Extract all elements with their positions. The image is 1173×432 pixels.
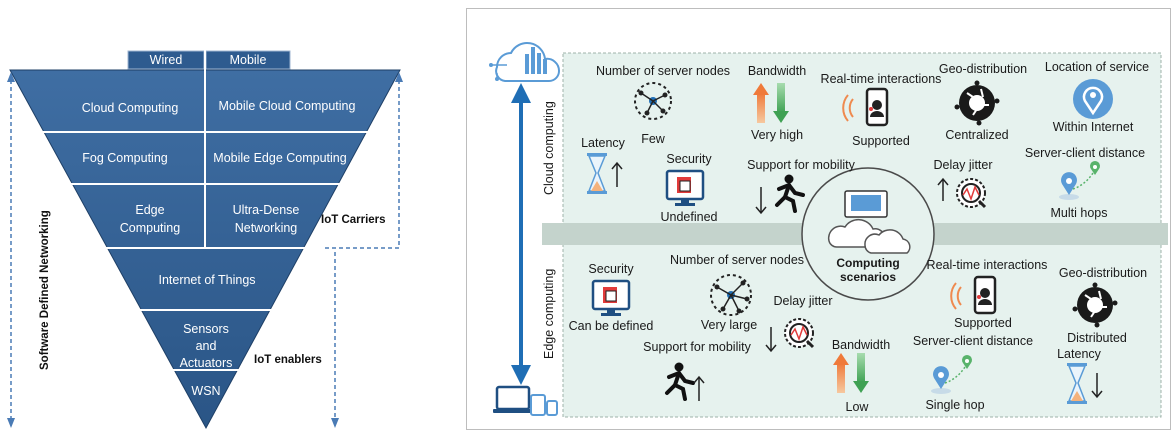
fog-computing-label: Fog Computing — [82, 151, 168, 165]
arrow-down-icon — [765, 327, 777, 353]
cloud-realtime-title: Real-time interactions — [821, 72, 942, 86]
phone-agent-icon — [950, 275, 997, 315]
cloud-geo-value: Centralized — [945, 128, 1008, 142]
edge-geo-title: Geo-distribution — [1059, 266, 1147, 280]
iot-carriers-arrow — [325, 72, 403, 249]
iot-carriers-label: IoT Carriers — [321, 214, 386, 226]
hub-label-2: scenarios — [840, 270, 896, 284]
hourglass-icon — [1067, 363, 1087, 404]
computing-scenarios-diagram: Cloud computing Edge computing Computing… — [489, 42, 1168, 418]
arrow-down-icon — [755, 187, 767, 215]
cloud-location-value: Within Internet — [1053, 120, 1134, 134]
cloud-security-title: Security — [666, 152, 712, 166]
cloud-security-value: Undefined — [661, 210, 718, 224]
cloud-computing-axis-label: Cloud computing — [542, 101, 556, 195]
computing-scenarios-panel: Cloud computing Edge computing Computing… — [466, 8, 1171, 430]
arrow-down-icon — [1091, 373, 1103, 399]
secure-monitor-icon — [591, 279, 631, 316]
secure-monitor-icon — [665, 169, 705, 206]
sdn-arrow — [7, 72, 15, 428]
cloud-distance-title: Server-client distance — [1025, 146, 1145, 160]
cloud-location-title: Location of service — [1045, 60, 1149, 74]
network-nodes-icon — [634, 82, 672, 120]
edge-security-value: Can be defined — [569, 319, 654, 333]
hourglass-icon — [587, 153, 607, 194]
mobile-edge-computing-label: Mobile Edge Computing — [213, 151, 346, 165]
iot-pyramid-diagram: Wired Mobile Cloud Computing Mobile Clou… — [7, 50, 403, 430]
cloud-edge-arrow — [511, 83, 531, 385]
cloud-computing-label: Cloud Computing — [82, 101, 179, 115]
edge-security-title: Security — [588, 262, 634, 276]
mobile-cloud-computing-label: Mobile Cloud Computing — [219, 99, 356, 113]
cloud-realtime-value: Supported — [852, 134, 910, 148]
wsn-label: WSN — [191, 384, 220, 398]
edge-latency-title: Latency — [1057, 347, 1102, 361]
location-pin-icon — [1073, 79, 1113, 119]
computing-scenarios-hub — [801, 167, 935, 301]
sensors-label-3: Actuators — [180, 356, 233, 370]
iot-pyramid-panel: Wired Mobile Cloud Computing Mobile Clou… — [0, 0, 460, 432]
cloud-bandwidth-title: Bandwidth — [748, 64, 806, 78]
edge-mobility-title: Support for mobility — [643, 340, 751, 354]
jitter-magnifier-icon — [784, 318, 815, 349]
ultra-dense-label-2: Networking — [235, 221, 298, 235]
iot-enablers-arrow — [331, 252, 339, 428]
runner-icon — [665, 362, 695, 401]
edge-server-nodes-value: Very large — [701, 318, 757, 332]
edge-distance-value: Single hop — [925, 398, 984, 412]
edge-bandwidth-value: Low — [846, 400, 870, 414]
hub-label-1: Computing — [836, 256, 899, 270]
devices-icon — [493, 385, 558, 416]
wired-tab-label: Wired — [150, 53, 183, 67]
cloud-distance-value: Multi hops — [1051, 206, 1108, 220]
iot-enablers-label: IoT enablers — [254, 354, 322, 366]
bandwidth-arrows-icon — [833, 353, 869, 393]
mobile-tab-label: Mobile — [230, 53, 267, 67]
jitter-magnifier-icon — [956, 178, 987, 209]
edge-computing-label-2: Computing — [120, 221, 180, 235]
edge-geo-value: Distributed — [1067, 331, 1127, 345]
edge-distance-title: Server-client distance — [913, 334, 1033, 348]
cloud-latency-title: Latency — [581, 136, 626, 150]
cloud-bandwidth-value: Very high — [751, 128, 803, 142]
sensors-label-1: Sensors — [183, 322, 229, 336]
globe-network-icon — [1072, 282, 1118, 328]
arrow-up-icon — [693, 375, 705, 401]
map-pins-icon — [931, 355, 972, 394]
bandwidth-arrows-icon — [753, 83, 789, 123]
arrow-up-icon — [611, 161, 623, 187]
sensors-label-2: and — [196, 339, 217, 353]
cloud-server-nodes-title: Number of server nodes — [596, 64, 730, 78]
cloud-jitter-title: Delay jitter — [933, 158, 992, 172]
edge-realtime-title: Real-time interactions — [927, 258, 1048, 272]
edge-bandwidth-title: Bandwidth — [832, 338, 890, 352]
map-pins-icon — [1059, 161, 1100, 200]
edge-computing-label-1: Edge — [135, 203, 164, 217]
edge-realtime-value: Supported — [954, 316, 1012, 330]
ultra-dense-label-1: Ultra-Dense — [233, 203, 300, 217]
phone-agent-icon — [842, 87, 889, 127]
edge-computing-axis-label: Edge computing — [542, 269, 556, 359]
edge-jitter-title: Delay jitter — [773, 294, 832, 308]
runner-icon — [775, 174, 805, 213]
internet-of-things-label: Internet of Things — [158, 273, 255, 287]
network-nodes-icon — [710, 274, 752, 316]
cloud-server-nodes-value: Few — [641, 132, 666, 146]
edge-server-nodes-title: Number of server nodes — [670, 253, 804, 267]
cloud-icon — [489, 42, 561, 82]
globe-network-icon — [954, 80, 1000, 126]
sdn-label: Software Defined Networking — [39, 210, 51, 370]
cloud-mobility-title: Support for mobility — [747, 158, 855, 172]
cloud-geo-title: Geo-distribution — [939, 62, 1027, 76]
arrow-up-icon — [937, 177, 949, 201]
